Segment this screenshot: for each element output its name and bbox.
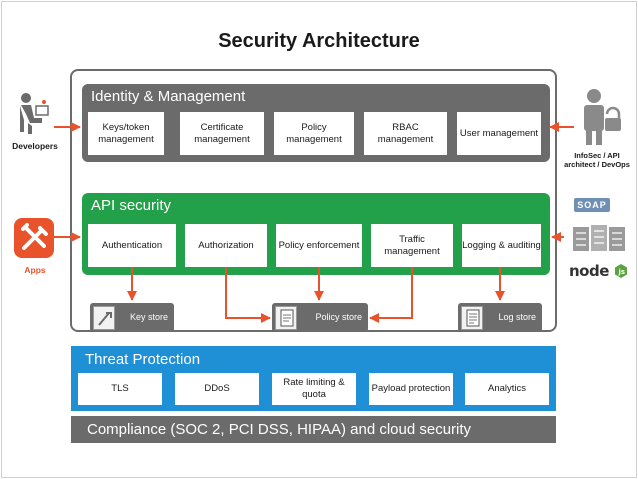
policy-store: Policy store: [272, 303, 368, 332]
svg-text:js: js: [618, 268, 626, 276]
user-management-box: User management: [457, 112, 541, 155]
document-icon: [275, 306, 297, 330]
tls-box: TLS: [78, 373, 162, 405]
apps-tools-icon: [14, 218, 54, 258]
identity-management-title: Identity & Management: [91, 88, 246, 105]
analytics-box: Analytics: [465, 373, 549, 405]
log-store-label: Log store: [498, 312, 536, 322]
diagram-title: Security Architecture: [218, 30, 420, 52]
apps-label: Apps: [24, 265, 46, 275]
authorization-box: Authorization: [185, 224, 267, 267]
log-file-icon: [461, 306, 483, 330]
server-racks-icon: [573, 225, 625, 251]
key-store: Key store: [90, 303, 174, 332]
policy-management-box: Policy management: [274, 112, 354, 155]
developers-label: Developers: [12, 141, 58, 151]
key-store-label: Key store: [129, 312, 168, 322]
security-person-icon: [584, 89, 621, 145]
nodejs-hexagon-icon: js: [615, 264, 627, 278]
policy-store-label: Policy store: [315, 312, 362, 322]
rbac-management-box: RBAC management: [364, 112, 447, 155]
developer-icon: [20, 93, 49, 134]
policy-enforcement-box: Policy enforcement: [276, 224, 362, 267]
ddos-box: DDoS: [175, 373, 259, 405]
traffic-management-box: Traffic management: [371, 224, 453, 267]
authentication-box: Authentication: [88, 224, 176, 267]
api-security-title: API security: [91, 197, 172, 214]
logging-auditing-box: Logging & auditing: [462, 224, 541, 267]
keys-token-management-box: Keys/token management: [88, 112, 164, 155]
infosec-label: InfoSec / API architect / DevOps: [564, 151, 630, 169]
payload-protection-box: Payload protection: [369, 373, 453, 405]
soap-logo: SOAP: [574, 198, 610, 212]
certificate-management-box: Certificate management: [180, 112, 264, 155]
rate-limiting-quota-box: Rate limiting & quota: [272, 373, 356, 405]
nodejs-logo: node: [569, 262, 609, 280]
compliance-band: Compliance (SOC 2, PCI DSS, HIPAA) and c…: [71, 416, 556, 443]
log-store: Log store: [458, 303, 542, 332]
key-store-icon: [93, 306, 115, 330]
threat-protection-title: Threat Protection: [85, 351, 201, 368]
